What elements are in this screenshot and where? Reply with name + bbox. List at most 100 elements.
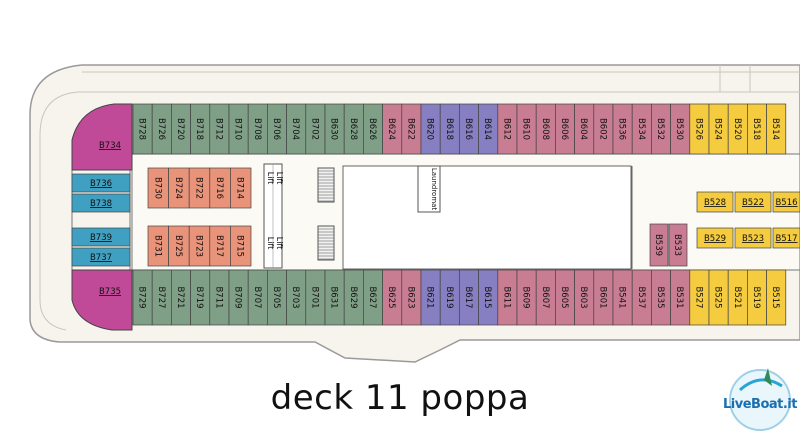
cabin-b535[interactable]: B535 bbox=[651, 269, 671, 326]
cabin-b720[interactable]: B720 bbox=[171, 103, 191, 155]
cabin-b539[interactable]: B539 bbox=[649, 223, 669, 267]
cabin-b526[interactable]: B526 bbox=[689, 103, 710, 155]
cabin-b604[interactable]: B604 bbox=[574, 103, 595, 155]
cabin-b618[interactable]: B618 bbox=[439, 103, 460, 155]
cabin-b621[interactable]: B621 bbox=[420, 269, 441, 326]
cabin-b520[interactable]: B520 bbox=[727, 103, 748, 155]
cabin-label: B712 bbox=[213, 118, 223, 140]
cabin-b622[interactable]: B622 bbox=[401, 103, 422, 155]
cabin-label: B631 bbox=[329, 286, 339, 308]
cabin-b531[interactable]: B531 bbox=[670, 269, 691, 326]
cabin-b614[interactable]: B614 bbox=[478, 103, 499, 155]
cabin-b525[interactable]: B525 bbox=[708, 269, 729, 326]
cabin-b522[interactable]: B522 bbox=[734, 191, 772, 213]
cabin-b719[interactable]: B719 bbox=[190, 269, 211, 326]
cabin-b724[interactable]: B724 bbox=[168, 167, 190, 209]
cabin-b627[interactable]: B627 bbox=[363, 269, 383, 326]
cabin-b607[interactable]: B607 bbox=[535, 269, 556, 326]
cabin-b704[interactable]: B704 bbox=[286, 103, 307, 155]
cabin-b616[interactable]: B616 bbox=[459, 103, 479, 155]
cabin-b626[interactable]: B626 bbox=[363, 103, 383, 155]
cabin-b722[interactable]: B722 bbox=[188, 167, 211, 209]
cabin-b625[interactable]: B625 bbox=[382, 269, 403, 326]
cabin-b523[interactable]: B523 bbox=[734, 227, 772, 249]
cabin-b709[interactable]: B709 bbox=[228, 269, 249, 326]
cabin-b617[interactable]: B617 bbox=[459, 269, 479, 326]
cabin-b624[interactable]: B624 bbox=[382, 103, 403, 155]
cabin-b718[interactable]: B718 bbox=[190, 103, 211, 155]
cabin-b717[interactable]: B717 bbox=[209, 225, 231, 267]
cabin-b518[interactable]: B518 bbox=[747, 103, 767, 155]
cabin-b737[interactable]: B737 bbox=[71, 247, 131, 267]
cabin-b726[interactable]: B726 bbox=[151, 103, 172, 155]
cabin-b705[interactable]: B705 bbox=[267, 269, 287, 326]
cabin-label: B609 bbox=[521, 286, 531, 308]
cabin-b608[interactable]: B608 bbox=[535, 103, 556, 155]
cabin-b605[interactable]: B605 bbox=[555, 269, 575, 326]
cabin-label: B536 bbox=[617, 118, 627, 140]
cabin-b731[interactable]: B731 bbox=[147, 225, 169, 267]
cabin-b706[interactable]: B706 bbox=[267, 103, 287, 155]
cabin-b721[interactable]: B721 bbox=[171, 269, 191, 326]
cabin-b728[interactable]: B728 bbox=[132, 103, 153, 155]
cabin-b603[interactable]: B603 bbox=[574, 269, 595, 326]
cabin-b537[interactable]: B537 bbox=[631, 269, 652, 326]
cabin-b517[interactable]: B517 bbox=[772, 227, 800, 249]
cabin-b702[interactable]: B702 bbox=[305, 103, 326, 155]
cabin-b611[interactable]: B611 bbox=[497, 269, 518, 326]
cabin-b529[interactable]: B529 bbox=[696, 227, 734, 249]
cabin-b729[interactable]: B729 bbox=[132, 269, 153, 326]
cabin-b541[interactable]: B541 bbox=[612, 269, 633, 326]
cabin-b701[interactable]: B701 bbox=[305, 269, 326, 326]
cabin-label: B623 bbox=[405, 286, 415, 308]
cabin-b707[interactable]: B707 bbox=[247, 269, 268, 326]
cabin-b615[interactable]: B615 bbox=[478, 269, 499, 326]
cabin-b628[interactable]: B628 bbox=[343, 103, 364, 155]
cabin-label: B532 bbox=[655, 118, 665, 140]
cabin-b515[interactable]: B515 bbox=[766, 269, 787, 326]
cabin-b735-shape[interactable] bbox=[71, 269, 133, 331]
cabin-b528[interactable]: B528 bbox=[696, 191, 734, 213]
cabin-b609[interactable]: B609 bbox=[516, 269, 537, 326]
cabin-b521[interactable]: B521 bbox=[727, 269, 748, 326]
cabin-b734-shape[interactable] bbox=[71, 103, 133, 171]
cabin-b715[interactable]: B715 bbox=[230, 225, 252, 267]
cabin-b714[interactable]: B714 bbox=[230, 167, 252, 209]
cabin-b723[interactable]: B723 bbox=[188, 225, 211, 267]
cabin-b530[interactable]: B530 bbox=[670, 103, 691, 155]
cabin-b716[interactable]: B716 bbox=[209, 167, 231, 209]
cabin-b514[interactable]: B514 bbox=[766, 103, 787, 155]
cabin-b524[interactable]: B524 bbox=[708, 103, 729, 155]
cabin-b527[interactable]: B527 bbox=[689, 269, 710, 326]
cabin-b532[interactable]: B532 bbox=[651, 103, 671, 155]
cabin-b620[interactable]: B620 bbox=[420, 103, 441, 155]
cabin-b516[interactable]: B516 bbox=[772, 191, 800, 213]
cabin-b725[interactable]: B725 bbox=[168, 225, 190, 267]
cabin-b727[interactable]: B727 bbox=[151, 269, 172, 326]
cabin-b708[interactable]: B708 bbox=[247, 103, 268, 155]
cabin-b738[interactable]: B738 bbox=[71, 193, 131, 213]
cabin-b536[interactable]: B536 bbox=[612, 103, 633, 155]
cabin-b602[interactable]: B602 bbox=[593, 103, 614, 155]
cabin-b631[interactable]: B631 bbox=[324, 269, 345, 326]
cabin-b606[interactable]: B606 bbox=[555, 103, 575, 155]
cabin-b736[interactable]: B736 bbox=[71, 173, 131, 193]
cabin-b601[interactable]: B601 bbox=[593, 269, 614, 326]
cabin-b703[interactable]: B703 bbox=[286, 269, 307, 326]
cabin-b610[interactable]: B610 bbox=[516, 103, 537, 155]
cabin-b730[interactable]: B730 bbox=[147, 167, 169, 209]
cabin-b519[interactable]: B519 bbox=[747, 269, 767, 326]
cabin-b619[interactable]: B619 bbox=[439, 269, 460, 326]
cabin-b612[interactable]: B612 bbox=[497, 103, 518, 155]
cabin-b623[interactable]: B623 bbox=[401, 269, 422, 326]
cabin-b710[interactable]: B710 bbox=[228, 103, 249, 155]
cabin-b533[interactable]: B533 bbox=[668, 223, 688, 267]
cabin-b712[interactable]: B712 bbox=[209, 103, 230, 155]
cabin-b711[interactable]: B711 bbox=[209, 269, 230, 326]
cabin-b629[interactable]: B629 bbox=[343, 269, 364, 326]
cabin-b630[interactable]: B630 bbox=[324, 103, 345, 155]
cabin-label: B539 bbox=[653, 234, 663, 256]
cabin-b534[interactable]: B534 bbox=[631, 103, 652, 155]
cabin-b739[interactable]: B739 bbox=[71, 227, 131, 247]
cabin-label: B617 bbox=[463, 286, 473, 308]
